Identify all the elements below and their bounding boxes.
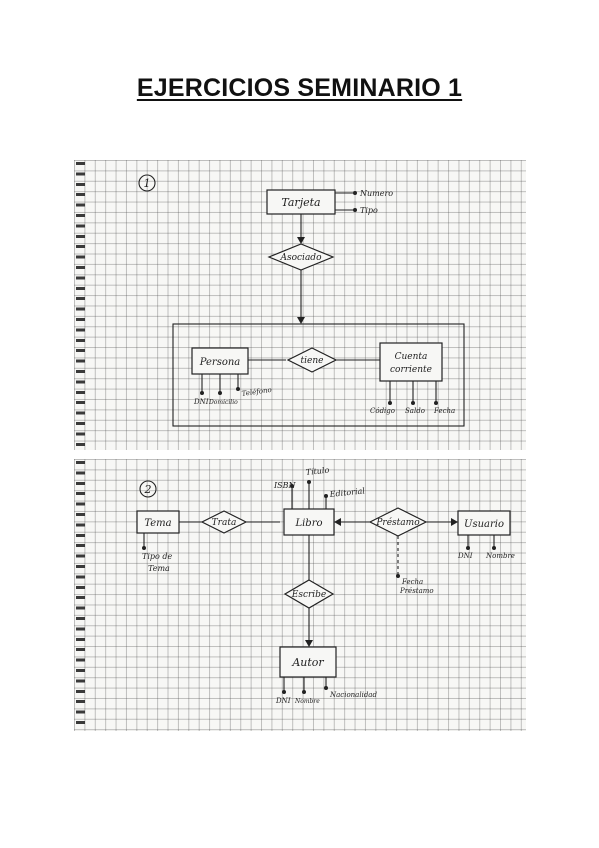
spiral-binding — [76, 461, 85, 729]
entity-cuenta-label-1: Cuenta — [395, 352, 428, 362]
attr-tipo-tema-2: Tema — [148, 564, 170, 573]
entity-libro-label: Libro — [294, 518, 322, 529]
attr-saldo: Saldo — [405, 407, 425, 415]
entity-libro — [283, 508, 335, 536]
attr-usuario-nombre: Nombre — [485, 552, 515, 560]
attr-telefono: Teléfono — [241, 386, 272, 398]
relation-tiene — [286, 347, 338, 373]
attr-isbn: ISBN — [273, 481, 297, 490]
exercise-number-circle — [139, 480, 157, 498]
attr-fecha-2: Préstamo — [399, 587, 434, 595]
entity-cuenta-corriente — [379, 342, 443, 382]
exercise-number: 1 — [144, 177, 151, 190]
attr-nacionalidad: Nacionalidad — [329, 691, 377, 699]
relation-trata-label: Trata — [212, 518, 237, 528]
attr-dot — [353, 191, 357, 195]
entity-autor-label: Autor — [291, 656, 324, 669]
attr-fecha-1: Fecha — [401, 578, 423, 586]
aggregation-box — [172, 323, 465, 427]
attr-codigo: Código — [370, 407, 395, 415]
relation-prestamo-label: Préstamo — [375, 517, 420, 528]
attr-autor-nombre: Nombre — [294, 698, 320, 705]
entity-tema-label: Tema — [144, 518, 171, 529]
relation-asociado-label: Asociado — [279, 253, 322, 263]
exercise-number-circle — [138, 174, 156, 192]
attr-tipo-tema-1: Tipo de — [142, 552, 172, 561]
relation-tiene-label: tiene — [301, 356, 324, 366]
page-title: EJERCICIOS SEMINARIO 1 — [136, 74, 463, 102]
attr-fecha: Fecha — [433, 407, 455, 415]
relation-escribe-label: Escribe — [291, 590, 327, 600]
entity-usuario — [457, 510, 511, 536]
entity-persona-label: Persona — [199, 357, 241, 368]
er-diagram-1: 1 Tarjeta Numero Tipo Asociado Persona t… — [138, 174, 465, 427]
spiral-binding — [76, 162, 85, 448]
attr-titulo: Título — [305, 466, 330, 477]
er-diagram-2: 2 ISBN Título Editorial Tema Trata Libro… — [136, 466, 515, 705]
relation-trata — [200, 510, 248, 534]
attr-numero: Numero — [359, 189, 393, 198]
entity-tarjeta — [266, 189, 336, 215]
attr-editorial: Editorial — [328, 486, 365, 499]
attr-domicilio: Domicilio — [208, 399, 238, 406]
entity-tarjeta-label: Tarjeta — [281, 196, 320, 209]
attr-autor-dni: DNI — [275, 697, 291, 705]
exercise-number: 2 — [144, 483, 152, 496]
entity-usuario-label: Usuario — [464, 519, 504, 530]
attr-usuario-dni: DNI — [457, 552, 473, 560]
attr-tipo: Tipo — [360, 206, 378, 215]
entity-autor — [279, 646, 337, 678]
attr-dot — [353, 208, 357, 212]
attr-dni: DNI — [193, 398, 209, 406]
notebook-sheet-2: 2 ISBN Título Editorial Tema Trata Libro… — [74, 459, 526, 731]
notebook-sheet-1: 1 Tarjeta Numero Tipo Asociado Persona t… — [74, 160, 526, 450]
entity-cuenta-label-2: corriente — [390, 365, 432, 375]
